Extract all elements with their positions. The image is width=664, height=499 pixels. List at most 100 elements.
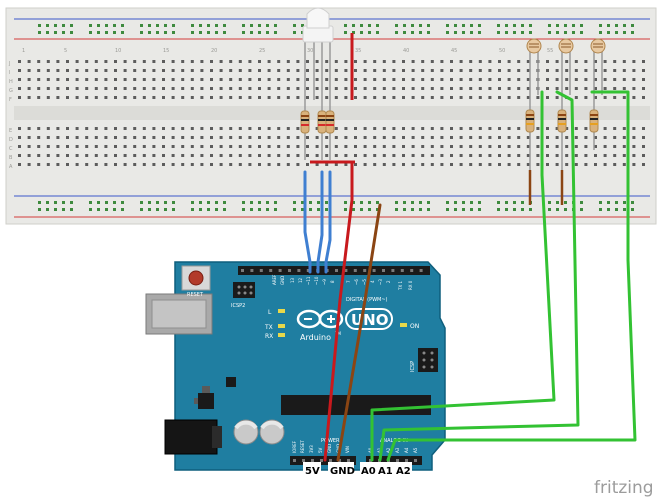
breadboard-hole	[296, 163, 300, 166]
breadboard-hole	[286, 136, 290, 139]
power-header-hole	[302, 459, 305, 462]
breadboard-hole	[94, 145, 98, 148]
label-rx: RX	[265, 333, 273, 340]
breadboard-hole	[334, 127, 338, 130]
breadboard-hole	[363, 87, 367, 90]
breadboard-hole	[526, 78, 530, 81]
breadboard-hole	[152, 163, 156, 166]
breadboard-hole	[642, 78, 645, 81]
breadboard-hole	[219, 163, 223, 166]
pin-label-reset: RESET	[300, 440, 305, 453]
callout-a0: A0	[361, 466, 376, 477]
breadboard-hole	[546, 154, 549, 157]
breadboard-hole	[229, 87, 233, 90]
breadboard-hole	[293, 201, 296, 204]
breadboard-hole	[207, 201, 210, 204]
breadboard-hole	[286, 69, 290, 72]
pin-label-gnd-1: GND	[327, 444, 332, 453]
breadboard-hole	[133, 163, 137, 166]
breadboard-hole	[123, 163, 127, 166]
breadboard-hole	[488, 136, 492, 139]
breadboard-hole	[392, 69, 396, 72]
breadboard-hole	[27, 60, 31, 63]
breadboard-hole	[430, 163, 434, 166]
power-jack	[164, 419, 218, 455]
breadboard-hole	[603, 69, 607, 72]
breadboard-hole	[162, 78, 165, 81]
breadboard-hole	[454, 201, 457, 204]
breadboard-hole	[114, 136, 117, 139]
breadboard-hole	[440, 60, 444, 63]
breadboard-hole	[546, 145, 549, 148]
breadboard-hole	[498, 96, 501, 99]
breadboard-hole	[296, 69, 300, 72]
breadboard-hole	[613, 96, 617, 99]
breadboard-hole	[133, 136, 137, 139]
row-letter-g: G	[9, 88, 13, 94]
breadboard-hole	[572, 31, 575, 34]
bb-num-55: 55	[547, 48, 553, 54]
breadboard-hole	[190, 96, 194, 99]
breadboard-hole	[277, 163, 281, 166]
breadboard-hole	[229, 145, 233, 148]
breadboard-hole	[517, 96, 521, 99]
breadboard-hole	[172, 24, 175, 27]
breadboard-hole	[97, 24, 100, 27]
breadboard-hole	[54, 31, 57, 34]
breadboard-hole	[18, 163, 21, 166]
breadboard-hole	[613, 154, 617, 157]
breadboard-hole	[373, 154, 377, 157]
breadboard-hole	[238, 96, 242, 99]
breadboard-hole	[18, 87, 21, 90]
breadboard-hole	[363, 78, 367, 81]
breadboard-hole	[301, 201, 304, 204]
breadboard-hole	[38, 24, 41, 27]
breadboard-hole	[306, 69, 309, 72]
power-header-hole	[293, 459, 296, 462]
breadboard-hole	[419, 24, 422, 27]
wire-green-a0	[370, 90, 556, 462]
breadboard-hole	[162, 69, 165, 72]
breadboard-hole	[238, 127, 242, 130]
breadboard-hole	[505, 208, 508, 211]
breadboard-hole	[382, 69, 386, 72]
reset-button-cap[interactable]	[188, 270, 204, 286]
breadboard-hole	[363, 96, 367, 99]
breadboard-hole	[584, 136, 588, 139]
breadboard-hole	[94, 87, 98, 90]
wire-blue-pin11	[303, 170, 312, 274]
led-tx	[278, 324, 285, 328]
breadboard-hole	[334, 87, 338, 90]
breadboard-hole	[411, 201, 414, 204]
breadboard-hole	[277, 87, 281, 90]
breadboard-hole	[555, 60, 559, 63]
breadboard-hole	[37, 60, 41, 63]
breadboard-hole	[623, 201, 626, 204]
breadboard-hole	[207, 31, 210, 34]
ldr-2	[558, 38, 574, 95]
breadboard-hole	[478, 87, 482, 90]
breadboard-hole	[565, 136, 569, 139]
breadboard-hole	[121, 201, 124, 204]
breadboard-hole	[152, 96, 156, 99]
breadboard-hole	[546, 96, 549, 99]
breadboard-hole	[459, 96, 463, 99]
breadboard-hole	[594, 96, 597, 99]
breadboard-hole	[536, 127, 540, 130]
breadboard-hole	[267, 69, 271, 72]
pin-callouts: 5V GND A0 A1 A2	[303, 462, 412, 477]
breadboard-hole	[440, 154, 444, 157]
breadboard-hole	[344, 78, 348, 81]
breadboard-hole	[478, 78, 482, 81]
breadboard-hole	[210, 69, 213, 72]
breadboard-hole	[75, 154, 79, 157]
breadboard-hole	[219, 69, 223, 72]
breadboard-hole	[526, 87, 530, 90]
breadboard-hole	[123, 154, 127, 157]
breadboard-hole	[89, 201, 92, 204]
breadboard-hole	[104, 154, 108, 157]
pin-label-a5: A5	[413, 447, 418, 453]
breadboard-hole	[363, 127, 367, 130]
analog-header-hole	[396, 459, 399, 462]
breadboard-hole	[546, 136, 549, 139]
